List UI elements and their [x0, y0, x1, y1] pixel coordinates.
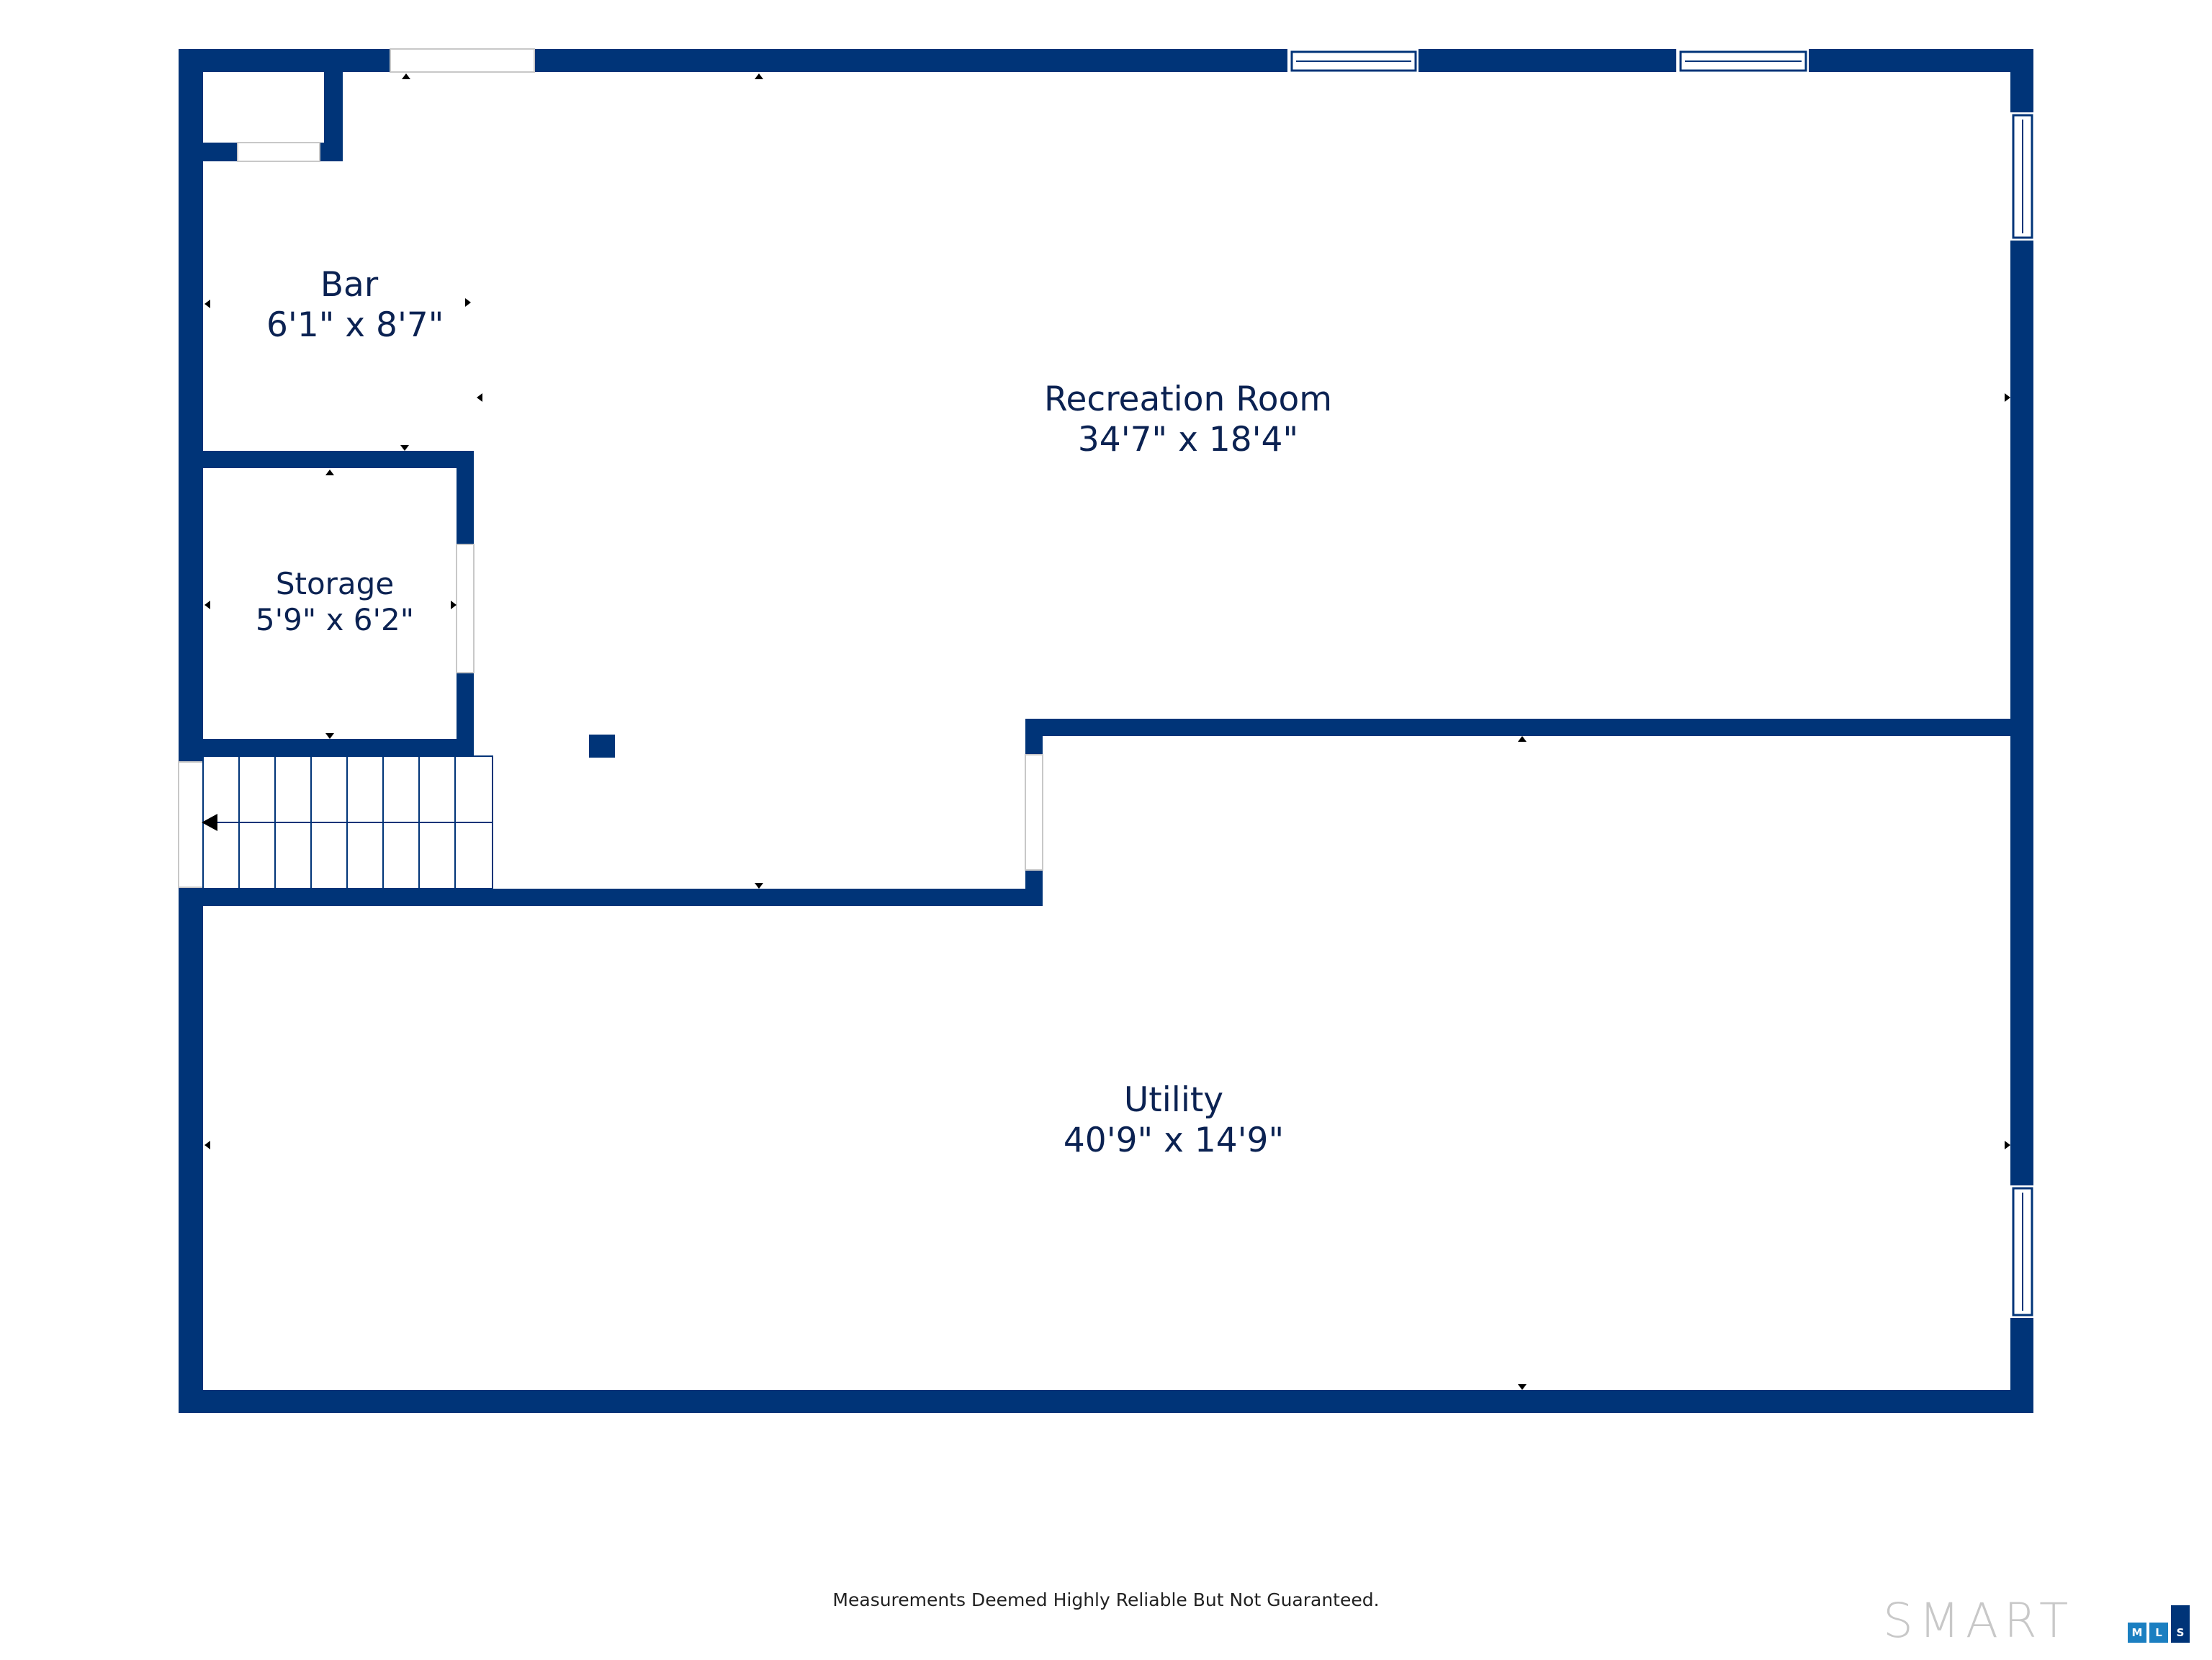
logo-box-s: S	[2171, 1605, 2190, 1643]
door-opening-left	[178, 761, 204, 888]
wall-utility-top	[1025, 719, 2033, 736]
wall-right-mid	[2010, 241, 2033, 1185]
wall-utility-left-upper	[1025, 719, 1043, 755]
wall-top-right	[1809, 49, 2033, 72]
support-column	[589, 735, 615, 758]
wall-top-mid2	[1419, 49, 1676, 72]
wall-storage-top	[179, 451, 474, 468]
room-label-storage: Storage 5'9" x 6'2"	[248, 566, 421, 639]
wall-rec-bottom	[179, 889, 1043, 906]
room-label-bar: Bar 6'1" x 8'7"	[266, 265, 444, 346]
wall-top-left	[179, 49, 390, 72]
door-opening-top	[390, 48, 535, 73]
measurement-ticks	[204, 73, 2010, 1390]
openings	[178, 48, 1043, 888]
wall-left-lower	[179, 887, 203, 1413]
wall-storage-right-lower	[457, 673, 474, 748]
wall-storage-right-upper	[457, 451, 474, 544]
wall-closet-bottom-left	[179, 143, 238, 161]
room-dimensions: 34'7" x 18'4"	[1077, 420, 1299, 460]
room-dimensions: 5'9" x 6'2"	[255, 602, 415, 638]
room-name: Bar	[320, 265, 379, 305]
room-dimensions: 6'1" x 8'7"	[266, 305, 444, 346]
door-opening-closet	[237, 142, 320, 162]
measurement-disclaimer: Measurements Deemed Highly Reliable But …	[832, 1589, 1380, 1610]
wall-top-mid	[534, 49, 1287, 72]
wall-storage-bottom	[179, 739, 474, 756]
room-name: Utility	[1123, 1080, 1224, 1120]
wall-bottom	[179, 1390, 2033, 1413]
room-name: Recreation Room	[1043, 380, 1333, 419]
logo-box-l: L	[2149, 1623, 2168, 1643]
room-label-utility: Utility 40'9" x 14'9"	[1030, 1080, 1318, 1162]
door-opening-utility	[1025, 754, 1043, 871]
room-dimensions: 40'9" x 14'9"	[1063, 1121, 1285, 1161]
wall-left-upper	[179, 49, 203, 762]
walls	[179, 49, 2033, 1413]
logo-box-m: M	[2128, 1623, 2146, 1643]
stairs	[202, 755, 493, 889]
stair-arrow-icon	[202, 814, 217, 831]
windows	[1290, 50, 2033, 1316]
logo-wordmark: SMART	[1883, 1593, 2074, 1648]
room-name: Storage	[275, 566, 395, 601]
room-label-recreation: Recreation Room 34'7" x 18'4"	[1022, 380, 1354, 461]
wall-right-upper	[2010, 49, 2033, 112]
wall-closet-bottom-right	[320, 143, 343, 161]
door-opening-storage	[456, 544, 475, 673]
